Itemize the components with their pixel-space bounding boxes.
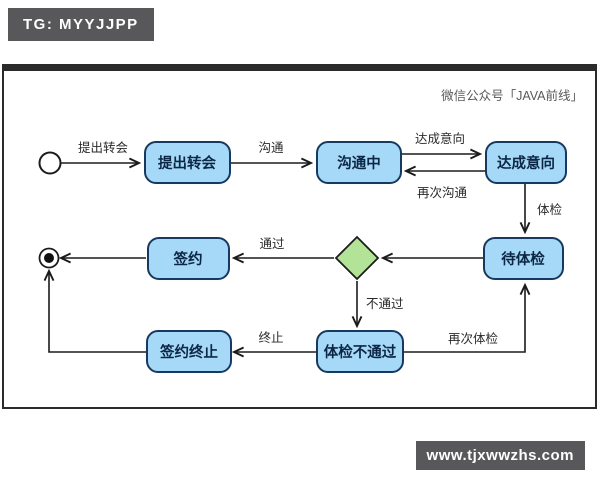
edge-exam-failed-to-awaiting-exam [402,285,525,353]
node-terminated: 签约终止 [146,330,232,373]
node-communicating-label: 沟通中 [337,154,381,172]
edge-label-pass: 通过 [259,237,285,251]
node-sign-label: 签约 [173,250,203,268]
node-awaiting-exam: 待体检 [483,237,564,280]
decision-diamond [334,235,380,281]
node-exam-failed-label: 体检不通过 [324,343,397,361]
edge-label-terminate: 终止 [258,330,283,345]
node-propose-label: 提出转会 [158,154,216,172]
edge-label-exam-again: 再次体检 [448,331,499,346]
telegram-watermark-badge: TG: MYYJJPP [8,8,154,41]
edge-label-communicate-again: 再次沟通 [417,186,468,200]
edge-label-exam: 体检 [537,202,563,217]
node-communicating: 沟通中 [316,141,402,184]
node-terminated-label: 签约终止 [159,343,218,361]
node-exam-failed: 体检不通过 [316,330,404,373]
node-agreement-label: 达成意向 [497,154,555,172]
node-propose: 提出转会 [144,141,231,184]
website-watermark-badge: www.tjxwwzhs.com [415,441,585,470]
start-state-icon [38,151,62,175]
wechat-watermark: 微信公众号「JAVA前线」 [441,89,583,103]
node-agreement: 达成意向 [485,141,567,184]
node-sign: 签约 [147,237,230,280]
edge-label-reach-agreement: 达成意向 [415,131,465,146]
edge-label-propose: 提出转会 [78,140,129,155]
node-awaiting-exam-label: 待体检 [501,250,545,268]
final-state-icon [38,247,60,269]
edge-label-communicate: 沟通 [258,141,284,155]
edge-label-fail: 不通过 [366,297,404,311]
edge-terminated-to-final [49,271,146,353]
